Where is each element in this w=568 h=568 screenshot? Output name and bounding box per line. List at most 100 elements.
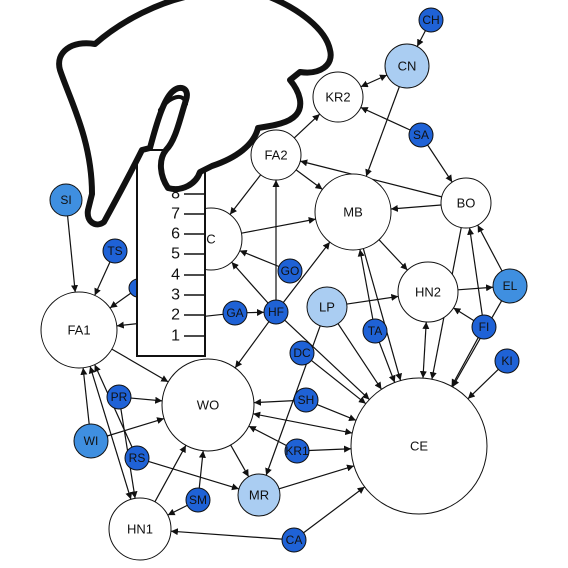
node-circle <box>40 291 118 369</box>
node-label: KR2 <box>325 90 350 105</box>
edge-ta-ce <box>378 341 396 383</box>
node-kr1[interactable]: KR1 <box>284 438 310 464</box>
edge-bo-mb <box>390 204 442 212</box>
ruler-mark-label: 3 <box>171 287 180 304</box>
node-hn2[interactable]: HN2 <box>397 261 459 323</box>
edge-fi-hn2 <box>453 307 475 322</box>
node-circle <box>222 300 248 326</box>
node-label: SA <box>413 128 429 142</box>
node-label: MR <box>249 488 269 503</box>
node-ta[interactable]: TA <box>362 318 388 344</box>
node-label: GA <box>226 306 243 320</box>
node-label: SM <box>189 493 207 507</box>
edge-pr-wo <box>130 396 163 404</box>
node-circle <box>362 318 388 344</box>
edge-el-bo <box>477 224 503 272</box>
node-label: MB <box>343 205 363 220</box>
node-si[interactable]: SI <box>49 183 83 217</box>
node-dc[interactable]: DC <box>289 340 315 366</box>
node-circle <box>106 384 132 410</box>
node-mb[interactable]: MB <box>314 173 392 251</box>
node-sm[interactable]: SM <box>185 487 211 513</box>
node-hn1[interactable]: HN1 <box>108 497 172 561</box>
edge-dc-ce <box>311 359 367 405</box>
node-circle <box>161 358 255 452</box>
node-circle <box>263 299 289 325</box>
node-el[interactable]: EL <box>492 268 528 304</box>
node-ce[interactable]: CE <box>350 377 488 515</box>
node-pr[interactable]: PR <box>106 384 132 410</box>
node-ts[interactable]: TS <box>102 238 128 264</box>
node-circle <box>397 261 459 323</box>
node-label: CN <box>398 59 417 74</box>
node-circle <box>49 183 83 217</box>
edge-sa-bo <box>427 144 453 183</box>
node-circle <box>284 438 310 464</box>
edge-fi-bo <box>467 227 483 316</box>
node-bo[interactable]: BO <box>440 177 492 229</box>
edge-mb-ce <box>362 248 403 381</box>
node-kr2[interactable]: KR2 <box>312 71 364 123</box>
node-fa1[interactable]: FA1 <box>40 291 118 369</box>
edge-fi-ce <box>451 337 479 387</box>
edge-hn2-ce <box>419 321 430 379</box>
node-sh[interactable]: SH <box>293 387 319 413</box>
edge-cn-mb <box>365 86 400 177</box>
edge-hn1-wo <box>154 445 187 503</box>
edge-kr1-wo <box>248 425 287 447</box>
edge-c-mb <box>241 216 316 234</box>
edge-go-c <box>239 250 280 268</box>
edge-hf-wo <box>234 321 270 369</box>
node-fa2[interactable]: FA2 <box>250 129 302 181</box>
node-label: C <box>206 232 215 247</box>
edge-hf-c <box>231 261 269 304</box>
edge-mr-ce <box>278 464 355 490</box>
node-label: TS <box>107 244 122 258</box>
node-ch[interactable]: CH <box>418 7 444 33</box>
edge-wo-mr <box>230 444 250 478</box>
node-wi[interactable]: WI <box>73 423 109 459</box>
node-label: PR <box>111 390 128 404</box>
edge-mb-hn2 <box>378 239 408 271</box>
edge-sm-wo <box>198 450 206 489</box>
edge-wo-ce <box>253 411 353 436</box>
node-mr[interactable]: MR <box>237 473 281 517</box>
node-label: SH <box>298 393 315 407</box>
node-circle <box>250 129 302 181</box>
edge-sa-kr2 <box>360 106 411 131</box>
node-lp[interactable]: LP <box>306 286 348 328</box>
node-rs[interactable]: RS <box>124 445 150 471</box>
node-label: WI <box>84 434 99 448</box>
node-hf[interactable]: HF <box>263 299 289 325</box>
node-label: HN2 <box>415 285 441 300</box>
edge-ki-ce <box>467 368 499 400</box>
node-circle <box>440 177 492 229</box>
ruler-mark-label: 5 <box>171 246 180 263</box>
node-go[interactable]: GO <box>277 258 303 284</box>
edge-ts-fa1 <box>94 261 111 296</box>
node-fi[interactable]: FI <box>471 314 497 340</box>
node-circle <box>277 258 303 284</box>
node-label: CE <box>410 439 428 454</box>
node-circle <box>73 423 109 459</box>
node-label: CA <box>286 533 303 547</box>
ruler-mark-label: 6 <box>171 226 180 243</box>
ruler-mark-label: 1 <box>171 328 180 345</box>
node-wo[interactable]: WO <box>161 358 255 452</box>
edge-sm-hn1 <box>167 504 188 516</box>
node-sa[interactable]: SA <box>408 122 434 148</box>
node-label: EL <box>503 279 518 293</box>
node-ga[interactable]: GA <box>222 300 248 326</box>
node-ki[interactable]: KI <box>494 348 520 374</box>
node-label: CH <box>422 13 439 27</box>
edge-hn2-el <box>457 284 494 292</box>
node-circle <box>314 173 392 251</box>
edge-el-ce <box>452 300 503 388</box>
node-cn[interactable]: CN <box>384 43 430 89</box>
edge-fa2-mb <box>295 169 323 190</box>
node-circle <box>408 122 434 148</box>
node-label: RS <box>129 451 146 465</box>
node-ca[interactable]: CA <box>281 527 307 553</box>
